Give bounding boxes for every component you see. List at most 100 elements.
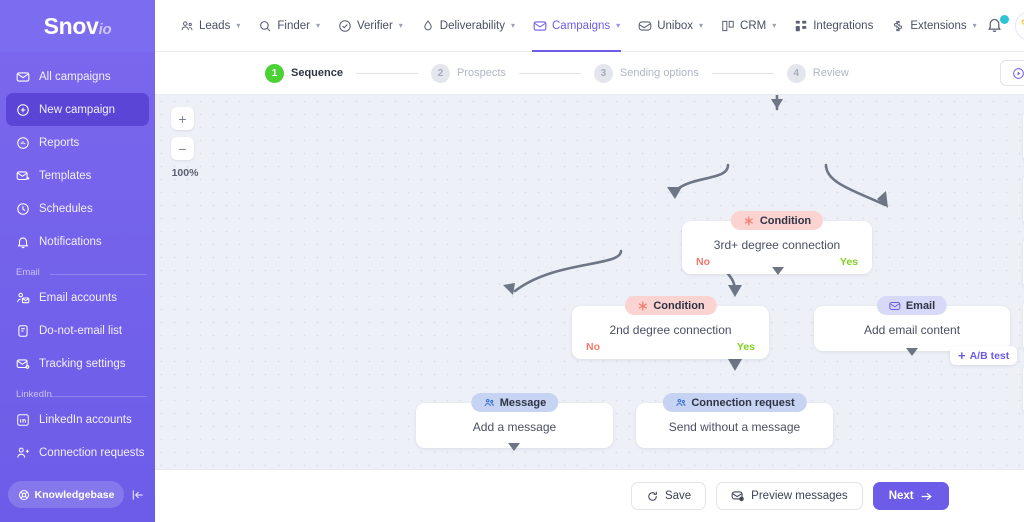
chevron-down-icon: ▾ (398, 21, 403, 30)
branch-no-label[interactable]: No (586, 341, 600, 353)
step-sequence[interactable]: 1 Sequence (265, 63, 343, 83)
node-message[interactable]: Message Add a message (416, 393, 613, 448)
envelope-gear-icon (16, 357, 36, 371)
play-circle-icon (1012, 67, 1024, 80)
chevron-down-icon: ▾ (236, 21, 241, 30)
nav-finder[interactable]: Finder ▾ (249, 0, 329, 52)
ab-test-button[interactable]: + A/B test (950, 346, 1018, 365)
sidebar-item-reports[interactable]: Reports (6, 126, 149, 159)
node-chip-label: Email (905, 299, 936, 312)
sidebar-item-label: Email accounts (39, 291, 117, 304)
palette-item-delay[interactable]: Delay (1022, 298, 1024, 353)
plus-circle-icon (16, 103, 36, 117)
save-label: Save (664, 490, 692, 502)
palette-item-condition[interactable]: Condition (1022, 235, 1024, 290)
grid-icon (794, 19, 808, 33)
sidebar-item-email-accounts[interactable]: Email accounts (6, 281, 149, 314)
palette-item-linkedin[interactable]: LinkedIn (1022, 172, 1024, 227)
node-chip-label: Connection request (691, 396, 795, 409)
sidebar-item-connection-requests[interactable]: Connection requests (6, 436, 149, 469)
sidebar: Snovio All campaigns New campaign Report… (0, 0, 155, 522)
knowledgebase-label: Knowledgebase (34, 488, 115, 501)
knowledgebase-button[interactable]: Knowledgebase (8, 481, 124, 508)
step-number: 3 (593, 63, 613, 83)
asterisk-icon (743, 215, 755, 227)
node-chip: Condition (624, 296, 717, 315)
rewards-button[interactable]: 🏆 (1014, 10, 1024, 41)
node-condition-3rd-degree[interactable]: Condition 3rd+ degree connection No Yes (682, 211, 872, 274)
tutorial-button[interactable]: Tutorial (999, 60, 1024, 86)
linkedin-icon (16, 413, 36, 427)
nav-unibox[interactable]: Unibox ▾ (629, 0, 712, 52)
zoom-out-button[interactable]: − (171, 137, 194, 160)
zoom-in-button[interactable]: + (171, 107, 194, 130)
step-number: 2 (430, 63, 450, 83)
top-navigation: Leads ▾ Finder ▾ Verifier ▾ Deliverabili… (155, 0, 1024, 52)
node-email[interactable]: Email Add email content (814, 296, 1010, 351)
campaign-stepper: 1 Sequence 2 Prospects 3 Sending options… (155, 52, 1024, 95)
users-icon (674, 397, 686, 409)
check-circle-icon (338, 19, 352, 33)
nav-extensions[interactable]: Extensions ▾ (882, 0, 985, 52)
node-condition-2nd-degree[interactable]: Condition 2nd degree connection No Yes (572, 296, 769, 359)
step-divider (518, 72, 581, 74)
step-label: Prospects (456, 67, 506, 79)
sidebar-item-tracking-settings[interactable]: Tracking settings (6, 347, 149, 380)
nav-crm[interactable]: CRM ▾ (712, 0, 785, 52)
nav-leads[interactable]: Leads ▾ (171, 0, 249, 52)
user-plus-icon (16, 446, 36, 460)
step-label: Sending options (619, 67, 699, 79)
save-button[interactable]: Save (630, 482, 707, 510)
sidebar-item-all-campaigns[interactable]: All campaigns (6, 60, 149, 93)
chart-circle-icon (16, 136, 36, 150)
sidebar-item-do-not-email-list[interactable]: Do-not-email list (6, 314, 149, 347)
preview-label: Preview messages (751, 490, 848, 502)
step-label: Review (812, 67, 849, 79)
palette-item-goal[interactable]: Goal (1022, 361, 1024, 416)
notifications-button[interactable] (986, 14, 1009, 36)
app-logo[interactable]: Snovio (0, 0, 155, 52)
nav-deliverability[interactable]: Deliverability ▾ (412, 0, 524, 52)
sidebar-item-label: All campaigns (39, 70, 111, 83)
node-chip: Connection request (662, 393, 807, 412)
nav-campaigns[interactable]: Campaigns ▾ (524, 0, 629, 52)
collapse-panel-icon[interactable] (129, 488, 147, 502)
sidebar-section-email: Email (0, 258, 155, 281)
preview-messages-button[interactable]: Preview messages (716, 482, 863, 510)
ab-test-label: A/B test (969, 349, 1010, 362)
zoom-controls: + − 100% (171, 107, 199, 179)
branch-yes-label[interactable]: Yes (736, 341, 755, 353)
palette-item-email[interactable]: Email (1022, 109, 1024, 164)
nav-label: CRM (740, 19, 767, 32)
sidebar-item-notifications[interactable]: Notifications (6, 225, 149, 258)
users-icon (180, 19, 194, 33)
sidebar-item-linkedin-accounts[interactable]: LinkedIn accounts (6, 403, 149, 436)
sidebar-item-templates[interactable]: Templates (6, 159, 149, 192)
nav-integrations[interactable]: Integrations (785, 0, 882, 52)
sidebar-footer: Knowledgebase (0, 481, 155, 522)
next-label: Next (888, 490, 914, 502)
nav-label: Deliverability (439, 19, 505, 32)
chevron-down-icon: ▾ (616, 21, 621, 30)
nav-label: Finder (277, 19, 310, 32)
node-description: Add email content (863, 323, 961, 337)
sidebar-item-new-campaign[interactable]: New campaign (6, 93, 149, 126)
document-icon (16, 324, 36, 338)
users-icon (483, 397, 495, 409)
branch-no-label[interactable]: No (696, 256, 710, 268)
step-review[interactable]: 4 Review (786, 63, 849, 83)
sidebar-nav: All campaigns New campaign Reports Templ… (0, 52, 155, 481)
node-chip: Condition (730, 211, 824, 230)
nav-verifier[interactable]: Verifier ▾ (329, 0, 412, 52)
bottom-toolbar: Save Preview messages Next (155, 469, 1024, 522)
step-sending-options[interactable]: 3 Sending options (593, 63, 699, 83)
node-connection-request[interactable]: Connection request Send without a messag… (636, 393, 833, 448)
branch-yes-label[interactable]: Yes (839, 256, 858, 268)
sidebar-item-label: LinkedIn accounts (39, 413, 132, 426)
step-prospects[interactable]: 2 Prospects (430, 63, 506, 83)
sequence-canvas[interactable]: + − 100% (155, 95, 1024, 469)
node-branch-labels: No Yes (682, 256, 872, 274)
sidebar-item-schedules[interactable]: Schedules (6, 192, 149, 225)
sidebar-item-label: Notifications (39, 235, 102, 248)
next-button[interactable]: Next (872, 482, 949, 510)
